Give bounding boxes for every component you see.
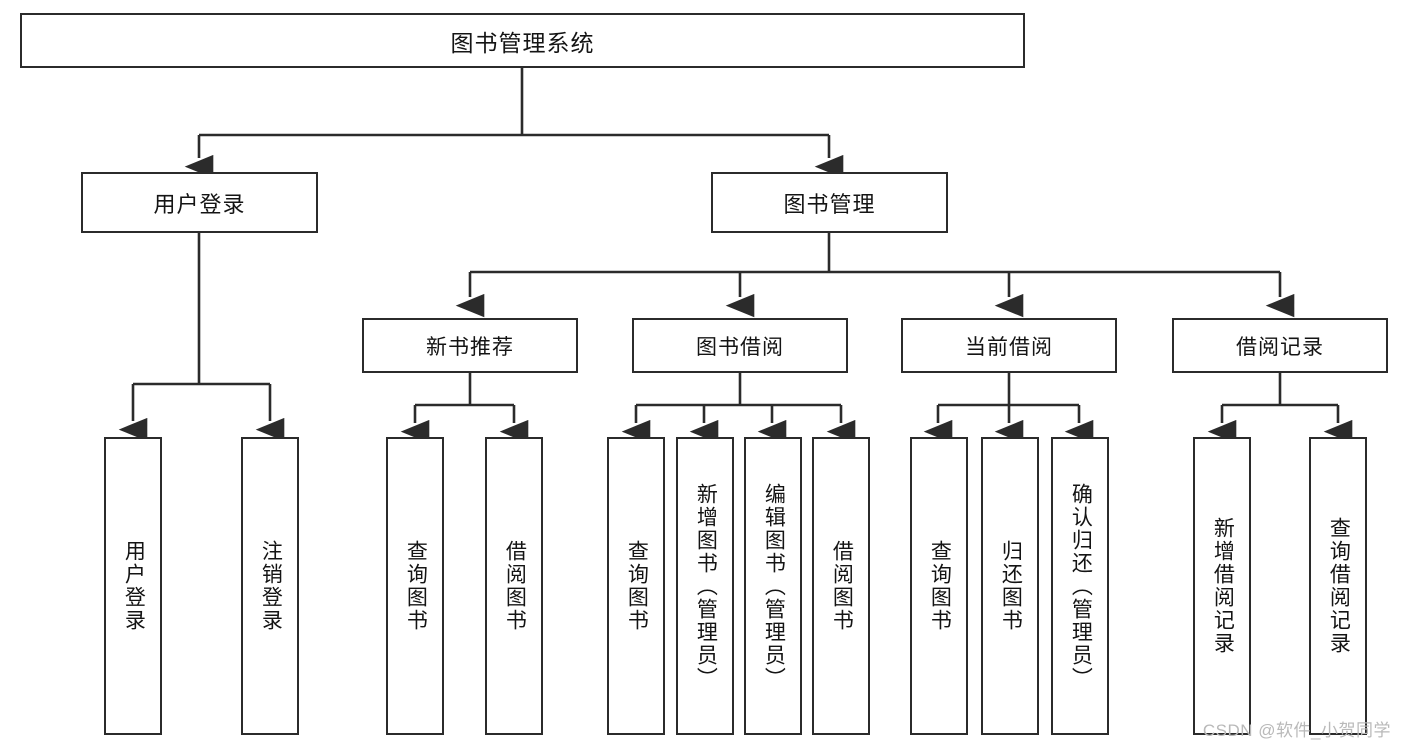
node-label: 注销登录	[259, 540, 283, 632]
node-new-book-recommend[interactable]: 新书推荐	[362, 318, 578, 373]
node-leaf-query-book-recommend[interactable]: 查询图书	[386, 437, 444, 735]
node-current-borrow[interactable]: 当前借阅	[901, 318, 1117, 373]
node-leaf-query-book-borrow[interactable]: 查询图书	[607, 437, 665, 735]
node-label: 编辑图书（管理员）	[762, 482, 786, 690]
node-label: 查询图书	[404, 540, 428, 632]
node-leaf-query-borrow-record[interactable]: 查询借阅记录	[1309, 437, 1367, 735]
node-leaf-return-book[interactable]: 归还图书	[981, 437, 1039, 735]
node-label: 用户登录	[122, 540, 146, 632]
node-book-borrow[interactable]: 图书借阅	[632, 318, 848, 373]
node-label: 查询图书	[625, 540, 649, 632]
node-label: 查询图书	[928, 540, 952, 632]
node-label: 查询借阅记录	[1327, 517, 1351, 655]
node-leaf-confirm-return-admin[interactable]: 确认归还（管理员）	[1051, 437, 1109, 735]
node-label: 借阅图书	[503, 540, 527, 632]
node-borrow-record[interactable]: 借阅记录	[1172, 318, 1388, 373]
node-label: 借阅记录	[1236, 335, 1324, 359]
node-leaf-user-login[interactable]: 用户登录	[104, 437, 162, 735]
node-label: 借阅图书	[830, 540, 854, 632]
node-label: 新增借阅记录	[1211, 517, 1235, 655]
node-leaf-edit-book-admin[interactable]: 编辑图书（管理员）	[744, 437, 802, 735]
node-leaf-borrow-book-recommend[interactable]: 借阅图书	[485, 437, 543, 735]
node-leaf-add-borrow-record[interactable]: 新增借阅记录	[1193, 437, 1251, 735]
node-leaf-borrow-book[interactable]: 借阅图书	[812, 437, 870, 735]
node-label: 当前借阅	[965, 335, 1053, 359]
node-label: 图书借阅	[696, 335, 784, 359]
node-leaf-user-logout[interactable]: 注销登录	[241, 437, 299, 735]
node-leaf-query-book-current[interactable]: 查询图书	[910, 437, 968, 735]
node-label: 图书管理系统	[450, 29, 595, 56]
node-root-book-management-system[interactable]: 图书管理系统	[20, 13, 1025, 68]
node-user-login[interactable]: 用户登录	[81, 172, 318, 233]
node-label: 新增图书（管理员）	[694, 482, 718, 690]
node-label: 图书管理	[783, 191, 876, 217]
node-book-management[interactable]: 图书管理	[711, 172, 948, 233]
node-label: 确认归还（管理员）	[1069, 482, 1093, 690]
node-label: 新书推荐	[426, 335, 514, 359]
node-label: 归还图书	[999, 540, 1023, 632]
node-leaf-add-book-admin[interactable]: 新增图书（管理员）	[676, 437, 734, 735]
node-label: 用户登录	[153, 191, 246, 217]
watermark-text: CSDN @软件_小贺同学	[1202, 721, 1391, 740]
